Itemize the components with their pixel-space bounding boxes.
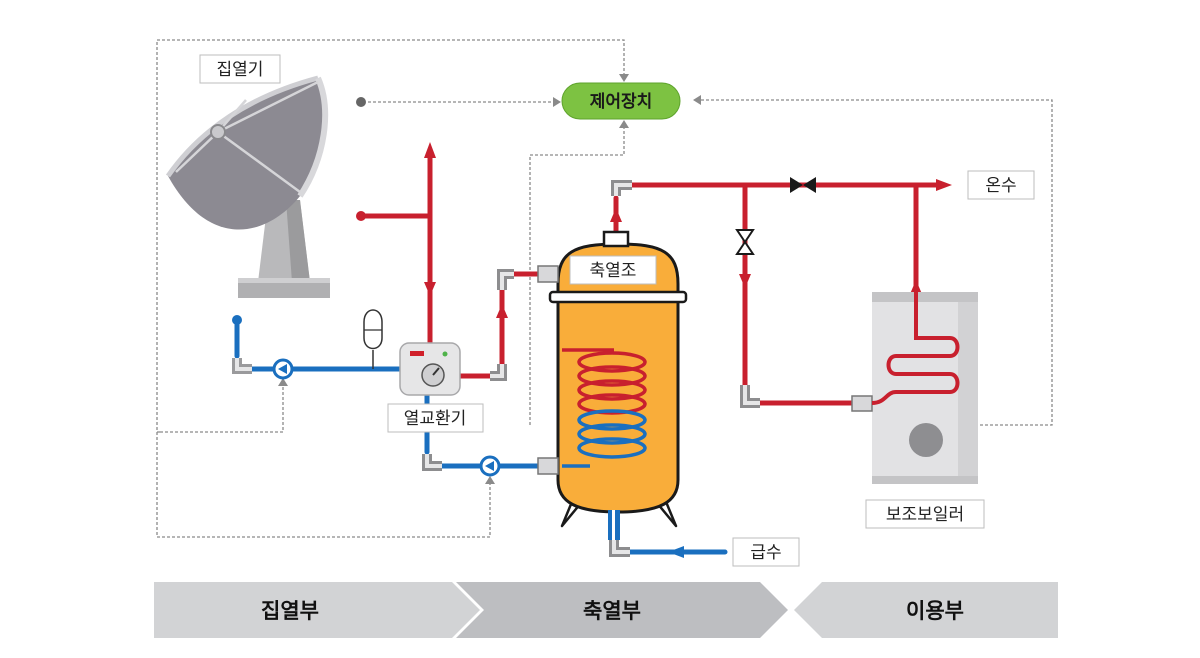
arrow-to-tank-up (496, 304, 508, 318)
arrow-riser-down (424, 282, 436, 296)
tank-port-top (537, 265, 559, 283)
tank-label-box (569, 255, 657, 285)
hx-indicator-red (410, 351, 424, 356)
dish-feed-horn (210, 124, 226, 140)
section-bands: 집열부 축열부 이용부 (154, 582, 1058, 638)
pipe-collector-return-dot (232, 315, 242, 325)
elbow-bypass (740, 385, 760, 408)
arrow-riser-up (424, 142, 436, 158)
section-band-storage (456, 582, 788, 638)
boiler-coil (871, 290, 960, 405)
signal-line-boiler (694, 99, 1053, 426)
collector-sensor-dot (356, 97, 366, 107)
tank-body (556, 242, 680, 514)
tank-coil (562, 348, 647, 468)
tank-label: 축열조 (590, 261, 637, 281)
hx-label: 열교환기 (404, 409, 467, 429)
hot-pipe-arrows (424, 142, 952, 318)
arrow-into-pump-bottom (485, 476, 495, 484)
heat-exchanger: 열교환기 (387, 342, 484, 433)
signal-lines (156, 39, 1053, 538)
boiler-label-box (865, 499, 985, 529)
arrow-bypass-down (739, 274, 751, 288)
water-supply-label-box (732, 537, 800, 567)
boiler-shade (958, 302, 978, 476)
dish-bowl-back (297, 76, 329, 198)
tank-bottom-inlet-highlight (612, 510, 615, 540)
collector-label: 집열기 (217, 60, 264, 80)
signal-line-pump-bottom (156, 432, 491, 538)
arrow-hot-water-out (936, 179, 952, 191)
boiler-port (851, 395, 873, 412)
dish-stand-shadow (286, 200, 310, 282)
signal-arrowheads (278, 74, 701, 484)
water-supply-label: 급수 (750, 543, 781, 563)
controller-label: 제어장치 (590, 92, 653, 112)
hx-dial-needle (432, 367, 440, 376)
controller-pill (561, 82, 681, 120)
valve-vertical (735, 229, 755, 255)
boiler-label: 보조보일러 (886, 505, 964, 525)
arrow-into-controller-top (619, 74, 629, 82)
dish-base-top (238, 278, 330, 283)
expansion-tank (363, 309, 383, 369)
boiler-top (872, 292, 978, 302)
dish-bowl-rim (165, 75, 319, 178)
tank-top-nozzle (602, 230, 630, 248)
aux-boiler: 보조보일러 (851, 290, 985, 529)
signal-line-tank (529, 124, 625, 425)
arrow-water-supply-in (668, 546, 684, 558)
arrow-boiler-up (910, 280, 922, 294)
hx-label-box (387, 403, 484, 433)
tank-rim (548, 290, 688, 304)
arrow-into-controller-right (693, 95, 701, 105)
arrow-into-controller-bottom (619, 120, 629, 128)
signal-line-pump-left (160, 382, 284, 433)
controller: 제어장치 (561, 82, 681, 120)
storage-tank: 축열조 (537, 230, 688, 540)
boiler-burner-window (909, 423, 943, 457)
signal-line-outer-top (156, 39, 625, 433)
pipe-collector-outlet-dot (356, 211, 366, 221)
section-label-collection: 집열부 (261, 599, 319, 623)
collector-label-box (199, 54, 281, 84)
hot-water-label-box (967, 170, 1035, 200)
section-band-usage (794, 582, 1058, 638)
hot-water-label: 온수 (985, 176, 1016, 196)
section-label-storage: 축열부 (583, 599, 641, 623)
arrow-into-pump-left (278, 378, 288, 386)
solar-collector-dish: 집열기 (165, 54, 330, 298)
boiler-bottom (872, 476, 978, 484)
pump-tank-loop (479, 455, 501, 477)
section-label-usage: 이용부 (906, 599, 964, 623)
valve-horizontal (790, 177, 816, 193)
section-band-collection (154, 582, 480, 638)
tank-port-bottom (537, 457, 559, 475)
arrow-into-controller-left (553, 97, 561, 107)
pipe-fittings-highlight (235, 183, 760, 554)
pump-collector-loop (272, 358, 294, 380)
arrow-tank-outlet-up (610, 208, 622, 222)
hx-indicator-green (442, 351, 448, 357)
